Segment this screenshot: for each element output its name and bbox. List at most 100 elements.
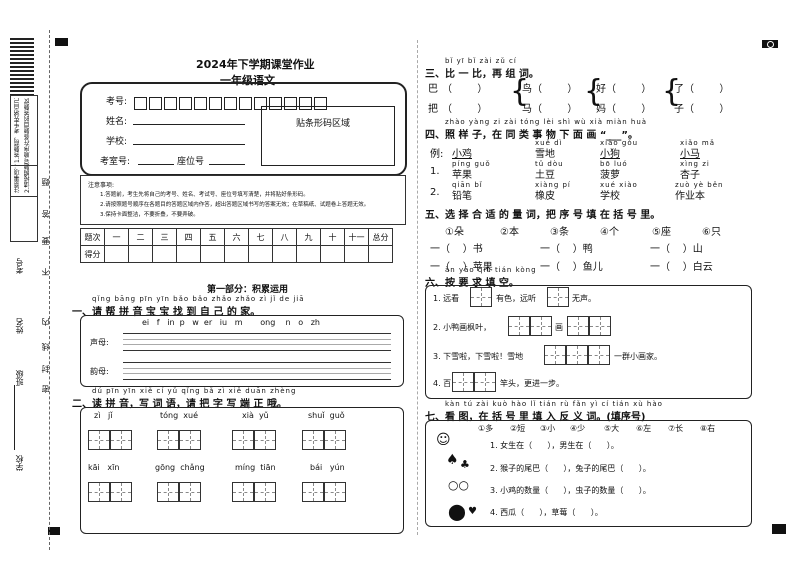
q5-blank[interactable]: 一（ ）山 — [650, 244, 703, 255]
brace: { — [584, 74, 604, 109]
score-cell[interactable] — [128, 245, 153, 263]
q4-word: 铅笔 — [452, 191, 472, 202]
score-cell[interactable] — [272, 245, 297, 263]
writing-grid[interactable] — [474, 372, 496, 392]
q4-word-pinyin: xiàng pí — [535, 181, 571, 189]
score-cell[interactable] — [152, 245, 177, 263]
score-cell[interactable] — [104, 245, 129, 263]
writing-grid[interactable] — [254, 430, 276, 450]
writing-grid[interactable] — [302, 430, 324, 450]
q5-blank[interactable]: 一（ ）鸭 — [540, 244, 593, 255]
q5-option: ⑥只 — [702, 227, 721, 238]
q4-word-pinyin: bō luó — [600, 160, 628, 168]
school-label: 学校: — [106, 137, 128, 147]
score-cell[interactable] — [368, 245, 393, 263]
writing-grid[interactable] — [179, 482, 201, 502]
writing-grid[interactable] — [302, 482, 324, 502]
q3-char: 巴 — [428, 84, 438, 95]
q1-yunmu-lines[interactable] — [123, 362, 391, 380]
name-field[interactable] — [133, 124, 245, 125]
writing-grid[interactable] — [452, 372, 474, 392]
writing-grid[interactable] — [508, 316, 530, 336]
writing-grid[interactable] — [88, 430, 110, 450]
score-cell[interactable] — [224, 245, 249, 263]
q3-paren: （ ） — [684, 104, 730, 115]
writing-grid[interactable] — [567, 316, 589, 336]
q3-char: 妈 — [596, 104, 606, 115]
q4-word: 小狗 — [600, 149, 620, 160]
writing-grid[interactable] — [157, 430, 179, 450]
score-header-cell: 八 — [272, 228, 297, 246]
q1-shengmu-lines[interactable] — [123, 333, 391, 351]
score-cell[interactable] — [176, 245, 201, 263]
writing-grid[interactable] — [547, 287, 569, 307]
writing-grid[interactable] — [566, 345, 588, 365]
q4-word-pinyin: xìng zi — [680, 160, 710, 168]
writing-grid[interactable] — [157, 482, 179, 502]
strip-seal-2: 封 — [41, 365, 50, 373]
q5-blank[interactable]: 一（ ）书 — [430, 244, 483, 255]
room-label: 考室号: — [100, 157, 131, 167]
writing-grid[interactable] — [254, 482, 276, 502]
exam-no-boxes[interactable] — [134, 93, 329, 112]
writing-grid[interactable] — [88, 482, 110, 502]
corner-circle — [767, 41, 774, 48]
chick-icon: ○○ — [448, 478, 469, 492]
writing-grid[interactable] — [589, 316, 611, 336]
writing-grid[interactable] — [530, 316, 552, 336]
q6-title: 六、按 要 求 填 空。 — [425, 278, 519, 289]
q4-word-pinyin: xuě dì — [535, 139, 563, 147]
score-header-cell: 七 — [248, 228, 273, 246]
q3-paren: （ ） — [606, 104, 652, 115]
seat-field[interactable] — [209, 164, 245, 165]
q4-word: 菠萝 — [600, 170, 620, 181]
q4-word-pinyin: xiǎo mǎ — [680, 139, 715, 147]
strip-school-line — [14, 385, 15, 450]
school-field[interactable] — [133, 144, 245, 145]
q4-pinyin: zhào yàng zi zài tóng lèi shì wù xià mià… — [445, 118, 648, 126]
q4-word-pinyin: zuò yè běn — [675, 181, 724, 189]
q7-s3[interactable]: 3. 小鸡的数量（ ），虫子的数量（ ）。 — [490, 486, 651, 495]
score-cell[interactable] — [200, 245, 225, 263]
watermelon-icon: ⬤ — [448, 502, 466, 521]
q6-s4b: 竿头，更进一步。 — [500, 379, 564, 388]
q6-s3b: 一群小画家。 — [614, 352, 662, 361]
q3-char: 了 — [674, 84, 684, 95]
writing-grid[interactable] — [544, 345, 566, 365]
room-field[interactable] — [138, 164, 174, 165]
writing-grid[interactable] — [110, 482, 132, 502]
strip-note-box-2 — [10, 165, 38, 242]
q2-box — [80, 407, 404, 534]
q3-paren: （ ） — [684, 84, 730, 95]
q2-word-pinyin: zì jǐ — [94, 411, 113, 420]
strip-seal-6: 要 — [41, 237, 50, 245]
score-cell[interactable] — [320, 245, 345, 263]
writing-grid[interactable] — [179, 430, 201, 450]
score-cell[interactable] — [296, 245, 321, 263]
strip-seal-5: 不 — [41, 268, 50, 276]
q7-option: ③小 — [540, 424, 556, 433]
q3-title: 三、比 一 比，再 组 词。 — [425, 69, 539, 80]
q7-s1[interactable]: 1. 女生在（ ），男生在（ ）。 — [490, 441, 619, 450]
score-cell[interactable] — [248, 245, 273, 263]
part1-title: 第一部分：积累运用 — [207, 285, 289, 295]
score-cell[interactable] — [344, 245, 369, 263]
corner-mark — [48, 527, 60, 535]
writing-grid[interactable] — [232, 482, 254, 502]
writing-grid[interactable] — [588, 345, 610, 365]
q1-letters: ei f in p w er iu m ong n o zh — [142, 318, 320, 327]
q4-word-pinyin: xiǎo gǒu — [600, 139, 639, 147]
writing-grid[interactable] — [324, 430, 346, 450]
q5-blank[interactable]: 一（ ）鱼儿 — [540, 262, 603, 273]
name-label: 姓名: — [106, 117, 128, 127]
q5-blank[interactable]: 一（ ）苹果 — [430, 262, 493, 273]
writing-grid[interactable] — [232, 430, 254, 450]
writing-grid[interactable] — [110, 430, 132, 450]
q2-title: 二、读 拼 音，写 词 语，请 把 字 写 端 正 哦。 — [72, 399, 287, 410]
q7-s4[interactable]: 4. 西瓜（ ），草莓（ ）。 — [490, 508, 603, 517]
q7-s2[interactable]: 2. 猴子的尾巴（ ），兔子的尾巴（ ）。 — [490, 464, 651, 473]
q3-paren: （ ） — [532, 84, 578, 95]
q5-blank[interactable]: 一（ ）白云 — [650, 262, 713, 273]
writing-grid[interactable] — [470, 287, 492, 307]
writing-grid[interactable] — [324, 482, 346, 502]
